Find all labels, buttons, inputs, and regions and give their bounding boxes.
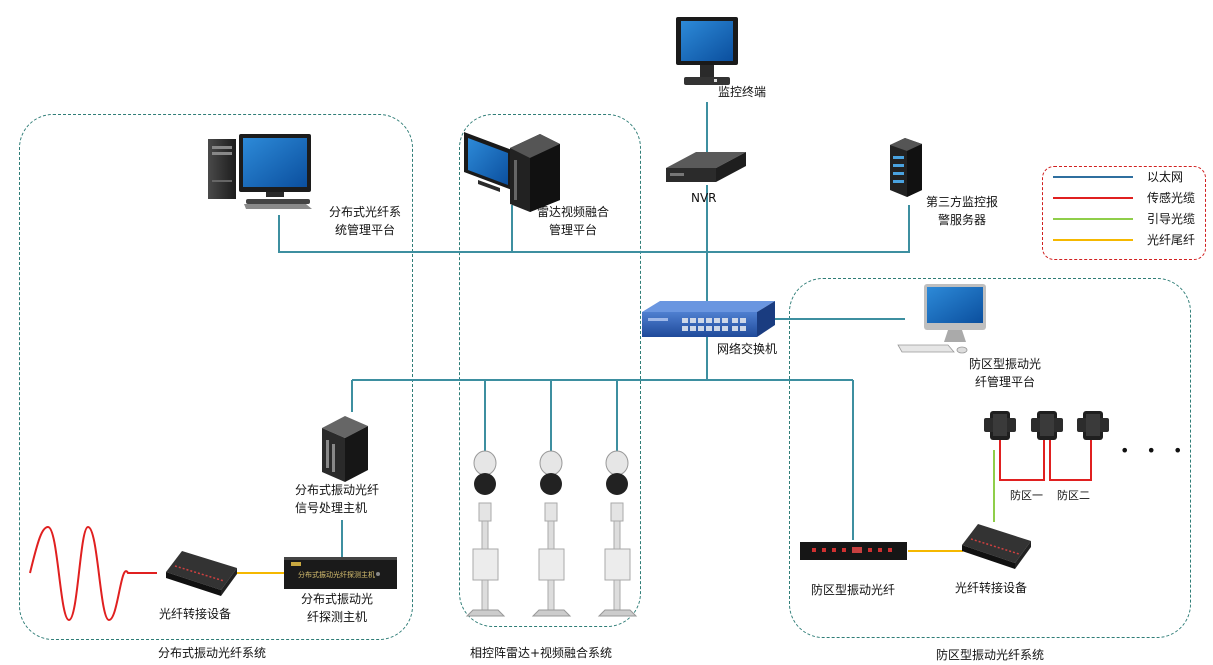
radar-platform-label-1: 雷达视频融合 — [537, 205, 610, 219]
network-switch-icon[interactable] — [642, 301, 775, 337]
region-radar-title: 相控阵雷达+视频融合系统 — [470, 646, 613, 660]
junction-box-icon[interactable] — [984, 411, 1016, 440]
tail-fibers — [236, 550, 963, 574]
zone-converter-label: 光纤转接设备 — [955, 581, 1028, 595]
nvr-icon[interactable] — [666, 152, 746, 182]
detector-face-text: 分布式振动光纤探测主机 — [298, 570, 375, 579]
legend-item-guide: 引导光缆 — [1053, 209, 1203, 229]
region-distributed — [19, 114, 413, 640]
radar-platform-label-2: 管理平台 — [549, 223, 598, 237]
distributed-detector-label-1: 分布式振动光 — [301, 592, 374, 606]
junction-box-icon[interactable] — [1077, 411, 1109, 440]
zone-device-label: 防区型振动光纤 — [811, 583, 896, 597]
distributed-platform-pc-icon[interactable] — [208, 134, 312, 209]
legend-item-ethernet: 以太网 — [1053, 167, 1203, 187]
switch-label: 网络交换机 — [717, 342, 778, 356]
third-party-label-2: 警服务器 — [938, 213, 987, 227]
distributed-detector-icon[interactable]: 分布式振动光纤探测主机 — [284, 557, 397, 589]
distributed-detector-label-2: 纤探测主机 — [307, 610, 368, 624]
monitor-terminal-label: 监控终端 — [718, 85, 767, 99]
distributed-host-label-2: 信号处理主机 — [295, 501, 368, 515]
nvr-label: NVR — [691, 191, 717, 205]
region-radar — [459, 114, 641, 627]
zone-platform-pc-icon[interactable] — [897, 284, 986, 354]
distributed-platform-label-2: 统管理平台 — [335, 223, 396, 237]
zone-two-label: 防区二 — [1057, 489, 1090, 502]
distributed-host-label-1: 分布式振动光纤 — [295, 483, 380, 497]
zone-device-icon[interactable] — [800, 542, 907, 560]
region-distributed-title: 分布式振动光纤系统 — [158, 646, 267, 660]
legend-item-tail: 光纤尾纤 — [1053, 230, 1203, 250]
camera-radar-pole-icon[interactable] — [597, 450, 638, 617]
legend-label: 光纤尾纤 — [1147, 233, 1196, 247]
camera-radar-pole-icon[interactable] — [465, 450, 506, 617]
zone-converter-icon[interactable] — [962, 524, 1031, 569]
legend-label: 传感光缆 — [1147, 191, 1196, 205]
monitor-terminal-icon[interactable] — [676, 17, 738, 85]
more-zones-ellipsis: • • • — [1120, 441, 1189, 460]
ethernet-lines — [278, 102, 910, 557]
distributed-host-icon[interactable] — [322, 416, 368, 482]
distributed-platform-label-1: 分布式光纤系 — [329, 205, 402, 219]
zone-platform-label-2: 纤管理平台 — [975, 375, 1036, 389]
distributed-converter-label: 光纤转接设备 — [159, 607, 232, 621]
radar-platform-pc-icon[interactable] — [464, 132, 560, 212]
junction-box-icon[interactable] — [1031, 411, 1063, 440]
sensor-cables — [29, 440, 1092, 622]
third-party-server-icon[interactable] — [890, 138, 922, 197]
legend: 以太网 传感光缆 引导光缆 光纤尾纤 — [1042, 166, 1206, 260]
zone-one-label: 防区一 — [1010, 489, 1043, 502]
zone-platform-label-1: 防区型振动光 — [969, 357, 1042, 371]
third-party-label-1: 第三方监控报 — [926, 195, 999, 209]
region-zone — [789, 278, 1191, 638]
legend-item-sensor: 传感光缆 — [1053, 188, 1203, 208]
region-zone-title: 防区型振动光纤系统 — [936, 648, 1045, 662]
legend-label: 引导光缆 — [1147, 212, 1196, 226]
distributed-converter-icon[interactable] — [166, 551, 237, 596]
camera-radar-pole-icon[interactable] — [531, 450, 572, 617]
legend-label: 以太网 — [1147, 170, 1184, 184]
